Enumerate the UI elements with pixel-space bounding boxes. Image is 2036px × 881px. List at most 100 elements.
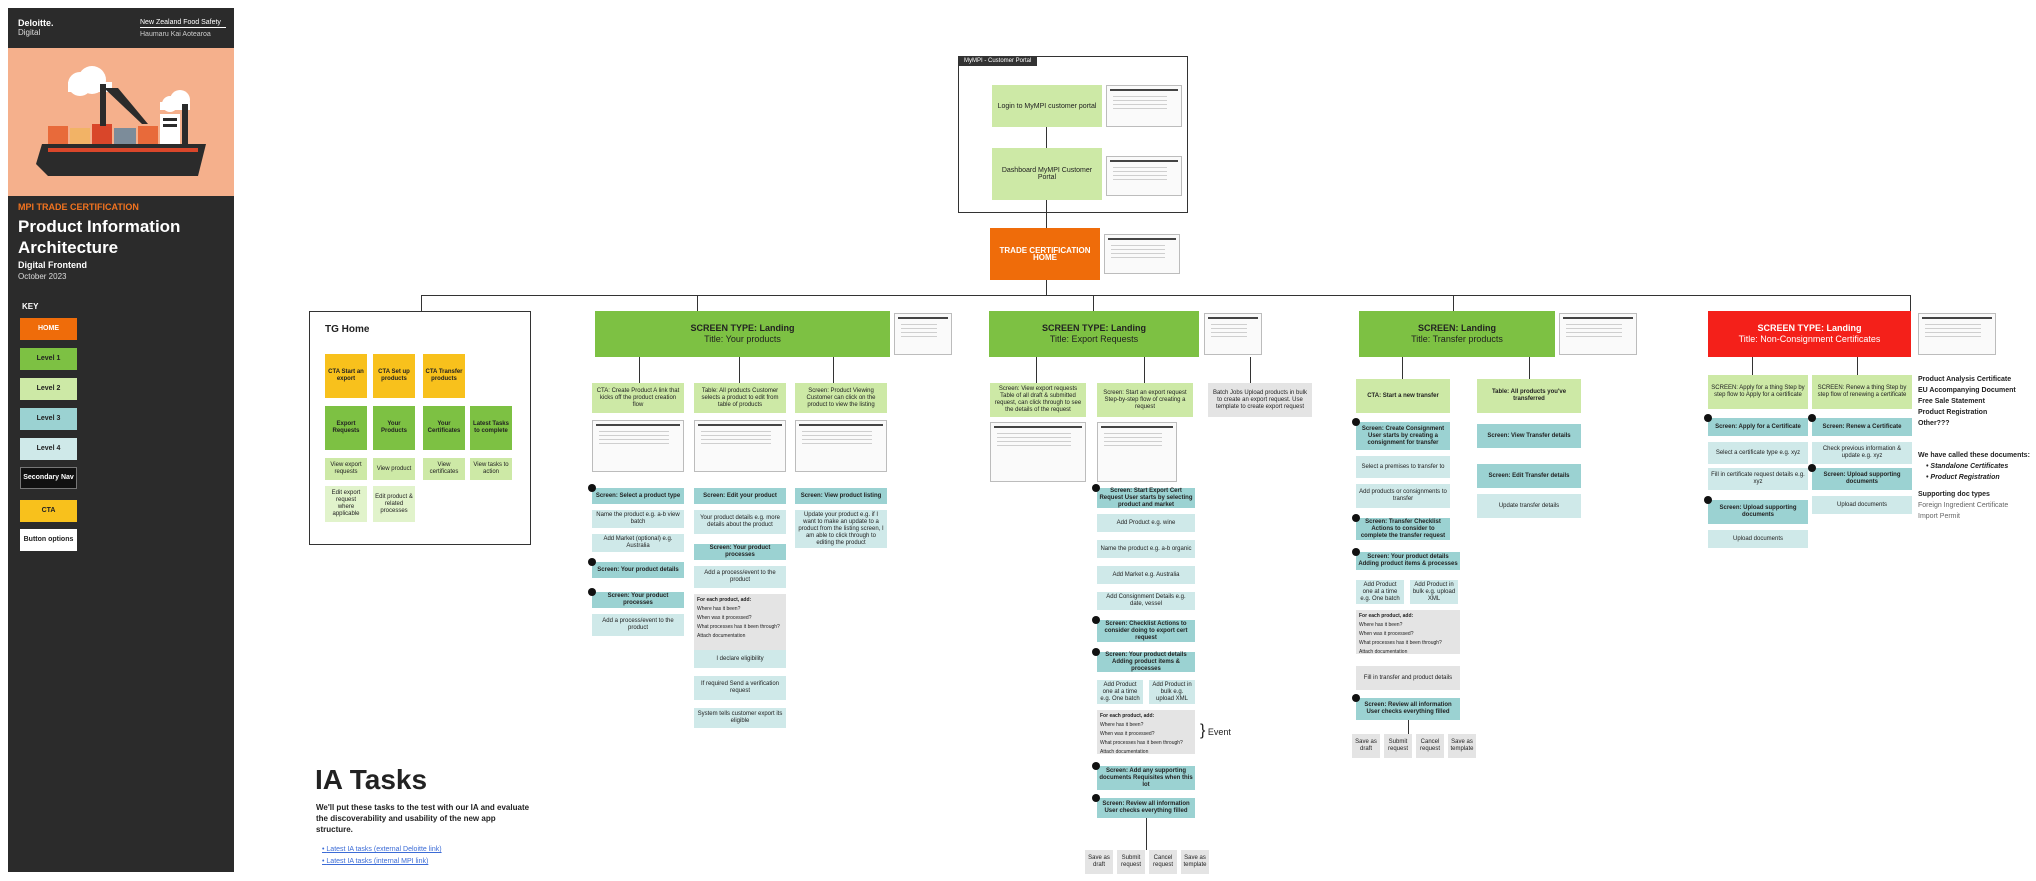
products-c2-item: Add a process/event to the product bbox=[694, 566, 786, 588]
nonconsign-col1-head: SCREEN: Apply for a thing Step by step f… bbox=[1708, 375, 1808, 409]
products-col2-head: Table: All products Customer selects a p… bbox=[694, 383, 786, 413]
ia-tasks-link-internal[interactable]: • Latest IA tasks (internal MPI link) bbox=[322, 858, 429, 865]
transfer-c2-item: Screen: Edit Transfer details bbox=[1477, 464, 1581, 488]
tile-your-products[interactable]: Your Products bbox=[373, 406, 415, 450]
products-c1-item: Add a process/event to the product bbox=[592, 614, 684, 636]
step-marker bbox=[1092, 484, 1100, 492]
transfer-c2-item: Update transfer details bbox=[1477, 494, 1581, 518]
products-col2-thumbnail bbox=[694, 420, 786, 472]
sidebar-panel: Deloitte.Digital New Zealand Food Safety… bbox=[8, 8, 234, 872]
transfer-cancel-button[interactable]: Cancel request bbox=[1416, 734, 1444, 758]
products-thumbnail bbox=[894, 313, 952, 355]
link-view-tasks[interactable]: View tasks to action bbox=[470, 458, 512, 480]
exports-item: Screen: Review all information User chec… bbox=[1097, 798, 1195, 818]
submit-request-button[interactable]: Submit request bbox=[1117, 850, 1145, 874]
login-thumbnail bbox=[1106, 85, 1182, 127]
products-col3-head: Screen: Product Viewing Customer can cli… bbox=[795, 383, 887, 413]
save-as-draft-button[interactable]: Save as draft bbox=[1085, 850, 1113, 874]
step-marker bbox=[588, 558, 596, 566]
transfer-submit-button[interactable]: Submit request bbox=[1384, 734, 1412, 758]
link-edit-product[interactable]: Edit product & related processes bbox=[373, 486, 415, 522]
transfer-save-template-button[interactable]: Save as template bbox=[1448, 734, 1476, 758]
transfer-save-draft-button[interactable]: Save as draft bbox=[1352, 734, 1380, 758]
connector bbox=[1046, 200, 1047, 228]
portal-frame bbox=[958, 56, 1188, 213]
dashboard-thumbnail bbox=[1106, 156, 1182, 196]
connector bbox=[1093, 295, 1094, 311]
products-c1-item: Screen: Select a product type bbox=[592, 488, 684, 504]
nonconsign-c2-item: Screen: Upload supporting documents bbox=[1812, 468, 1912, 490]
products-c1-item: Screen: Your product processes bbox=[592, 592, 684, 608]
tg-home-title: TG Home bbox=[325, 324, 370, 335]
step-marker bbox=[1092, 762, 1100, 770]
exports-item: Add Product e.g. wine bbox=[1097, 514, 1195, 532]
cta-set-up-products[interactable]: CTA Set up products bbox=[373, 354, 415, 398]
exports-item: Add Product in bulk e.g. upload XML bbox=[1149, 680, 1195, 704]
key-level-1: Level 1 bbox=[20, 348, 77, 370]
transfer-c1-item: Add Product in bulk e.g. upload XML bbox=[1410, 580, 1458, 604]
step-marker bbox=[1352, 418, 1360, 426]
link-view-certificates[interactable]: View certificates bbox=[423, 458, 465, 480]
client-logo: New Zealand Food Safety bbox=[140, 19, 221, 26]
nonconsign-thumbnail bbox=[1918, 313, 1996, 355]
link-view-product[interactable]: View product bbox=[373, 458, 415, 480]
divider bbox=[140, 27, 226, 28]
exports-col1-thumbnail bbox=[990, 422, 1086, 482]
exports-item: Add Market e.g. Australia bbox=[1097, 566, 1195, 584]
step-marker bbox=[1704, 496, 1712, 504]
key-level-2: Level 2 bbox=[20, 378, 77, 400]
products-c2-item: Your product details e.g. more details a… bbox=[694, 510, 786, 534]
products-c1-item: Name the product e.g. a-b view batch bbox=[592, 510, 684, 528]
tile-latest-tasks[interactable]: Latest Tasks to complete bbox=[470, 406, 512, 450]
dashboard-node: Dashboard MyMPI Customer Portal bbox=[992, 148, 1102, 200]
products-c2-detail-list: For each product, add: Where has it been… bbox=[694, 594, 786, 654]
home-thumbnail bbox=[1104, 234, 1180, 274]
cancel-request-button[interactable]: Cancel request bbox=[1149, 850, 1177, 874]
ia-tasks-link-external[interactable]: • Latest IA tasks (external Deloitte lin… bbox=[322, 846, 442, 853]
link-view-export-requests[interactable]: View export requests bbox=[325, 458, 367, 480]
products-c3-item: Screen: View product listing bbox=[795, 488, 887, 504]
save-as-template-button[interactable]: Save as template bbox=[1181, 850, 1209, 874]
tile-your-certificates[interactable]: Your Certificates bbox=[423, 406, 465, 450]
exports-col2-thumbnail bbox=[1097, 422, 1177, 482]
step-marker bbox=[1808, 464, 1816, 472]
exports-item: Screen: Start Export Cert Request User s… bbox=[1097, 488, 1195, 508]
tile-export-requests[interactable]: Export Requests bbox=[325, 406, 367, 450]
key-button-options: Button options bbox=[20, 529, 77, 551]
transfer-c1-item: Screen: Your product details Adding prod… bbox=[1356, 552, 1460, 570]
connector bbox=[1402, 357, 1403, 379]
transfer-c1-item: Add products or consignments to transfer bbox=[1356, 484, 1450, 508]
connector bbox=[1036, 357, 1037, 383]
nonconsign-col2-head: SCREEN: Renew a thing Step by step flow … bbox=[1812, 375, 1912, 409]
event-label: } Event bbox=[1200, 722, 1231, 739]
connector bbox=[1529, 357, 1530, 379]
key-home: HOME bbox=[20, 318, 77, 340]
cta-transfer-products[interactable]: CTA Transfer products bbox=[423, 354, 465, 398]
connector bbox=[1910, 295, 1911, 311]
cta-start-export[interactable]: CTA Start an export bbox=[325, 354, 367, 398]
connector bbox=[1144, 357, 1145, 383]
page-date: October 2023 bbox=[18, 272, 67, 281]
exports-col3-head: Batch Jobs Upload products in bulk to cr… bbox=[1208, 383, 1312, 417]
eyebrow-label: MPI TRADE CERTIFICATION bbox=[18, 202, 139, 212]
link-edit-export-request[interactable]: Edit export request where applicable bbox=[325, 486, 367, 522]
connector bbox=[421, 295, 1911, 296]
products-col1-thumbnail bbox=[592, 420, 684, 472]
transfer-c1-item: Screen: Review all information User chec… bbox=[1356, 698, 1460, 720]
nonconsign-c2-item: Check previous information & update e.g.… bbox=[1812, 442, 1912, 464]
products-c1-item: Add Market (optional) e.g. Australia bbox=[592, 534, 684, 552]
portal-title: MyMPI - Customer Portal bbox=[958, 56, 1038, 66]
nonconsign-c1-item: Upload documents bbox=[1708, 530, 1808, 548]
step-marker bbox=[1808, 414, 1816, 422]
products-c2-item: Screen: Your product processes bbox=[694, 544, 786, 560]
transfer-c1-item: Screen: Transfer Checklist Actions to co… bbox=[1356, 518, 1450, 540]
products-c1-item: Screen: Your product details bbox=[592, 562, 684, 578]
key-heading: KEY bbox=[22, 302, 39, 311]
connector bbox=[1857, 357, 1858, 375]
products-col1-head: CTA: Create Product A link that kicks of… bbox=[592, 383, 684, 413]
products-c2-item: System tells customer export its eligibl… bbox=[694, 708, 786, 728]
key-level-3: Level 3 bbox=[20, 408, 77, 430]
step-marker bbox=[1352, 514, 1360, 522]
products-c2-item: Screen: Edit your product bbox=[694, 488, 786, 504]
